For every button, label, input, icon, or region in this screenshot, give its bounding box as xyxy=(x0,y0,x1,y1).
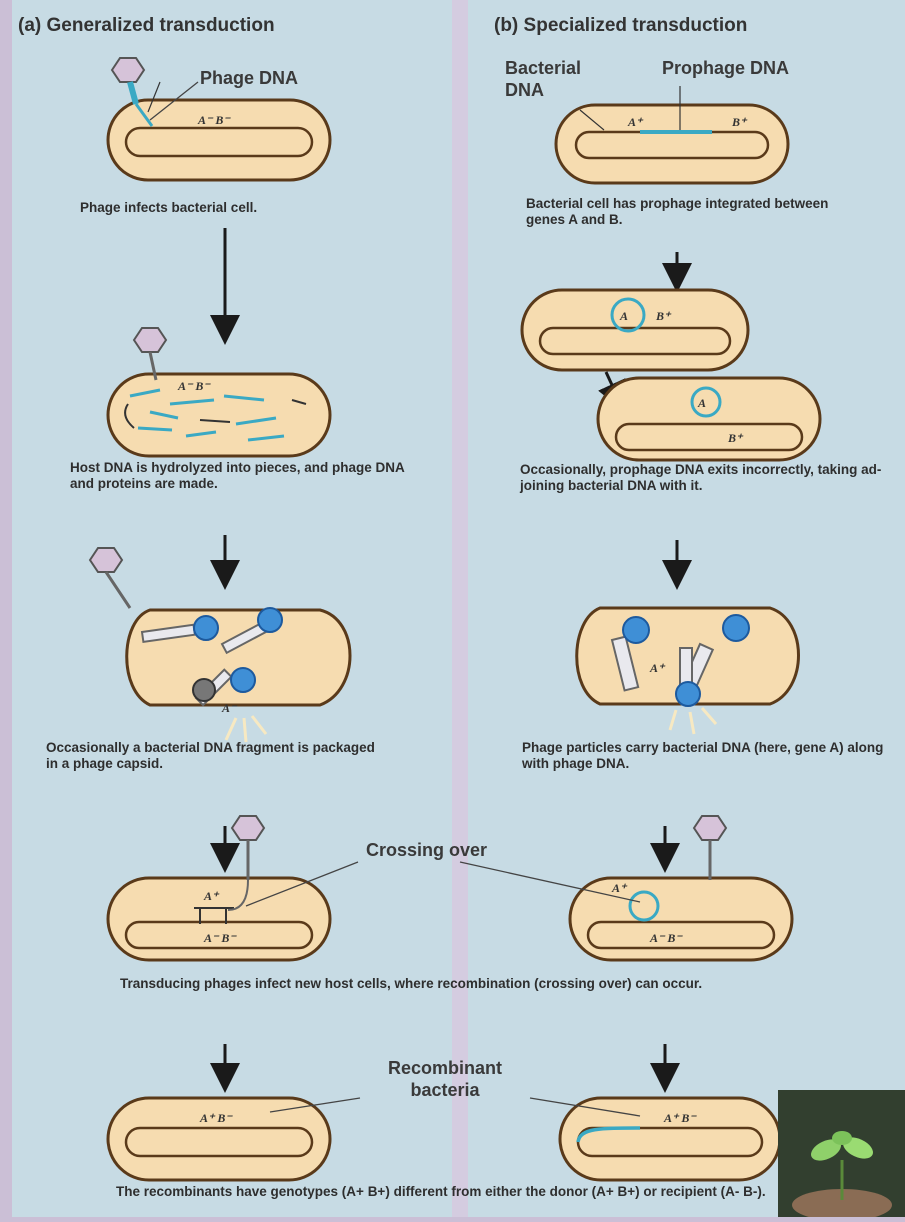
gene-label: A⁺ B⁻ xyxy=(199,1111,233,1125)
gene-label: A⁻ B⁻ xyxy=(649,931,683,945)
caption-a1: Phage infects bacterial cell. xyxy=(80,200,380,216)
b5-recombinant-cell: A⁺ B⁻ xyxy=(560,1098,780,1180)
seedling-photo xyxy=(778,1090,905,1217)
caption-a2: Host DNA is hydrolyzed into pieces, and … xyxy=(70,460,410,493)
caption-b3: Phage particles carry bacterial DNA (her… xyxy=(522,740,897,773)
gene-label: A⁻ B⁻ xyxy=(197,113,231,127)
gene-label: B⁺ xyxy=(731,115,748,129)
panel-a-title: (a) Generalized transduction xyxy=(18,14,275,37)
gene-label: B⁺ xyxy=(655,309,672,323)
gene-label: A xyxy=(697,396,706,410)
gene-label: A⁻ B⁻ xyxy=(203,931,237,945)
gene-label: A⁺ xyxy=(649,661,666,675)
bacterial-dna-label: Bacterial DNA xyxy=(505,58,615,102)
panel-b-title: (b) Specialized transduction xyxy=(494,14,747,37)
gene-label: A⁺ xyxy=(611,881,628,895)
gene-label: A⁺ B⁻ xyxy=(663,1111,697,1125)
b2-bacterial-cell-top: A B⁺ xyxy=(522,290,748,370)
crossing-over-label: Crossing over xyxy=(366,840,487,862)
a4-recipient-cell: A⁺ A⁻ B⁻ xyxy=(108,878,330,960)
panel-divider xyxy=(452,0,468,1217)
caption-shared-1: Transducing phages infect new host cells… xyxy=(120,976,740,992)
gene-label: A⁺ xyxy=(627,115,644,129)
gene-label: A⁻ B⁻ xyxy=(177,379,211,393)
caption-b2: Occasionally, prophage DNA exits incorre… xyxy=(520,462,885,495)
recombinant-bacteria-label: Recombinant bacteria xyxy=(360,1058,530,1102)
b4-recipient-cell: A⁺ A⁻ B⁻ xyxy=(570,878,792,960)
prophage-dna-label: Prophage DNA xyxy=(662,58,789,80)
a2-bacterial-cell: A⁻ B⁻ xyxy=(108,374,330,456)
caption-b1: Bacterial cell has prophage integrated b… xyxy=(526,196,871,229)
caption-shared-2: The recombinants have genotypes (A+ B+) … xyxy=(116,1184,776,1200)
a5-recombinant-cell: A⁺ B⁻ xyxy=(108,1098,330,1180)
gene-label: A⁻ xyxy=(221,701,238,715)
caption-a3: Occasionally a bacterial DNA fragment is… xyxy=(46,740,376,773)
gene-label: A⁺ xyxy=(203,889,220,903)
gene-label: A xyxy=(619,309,628,323)
gene-label: B⁺ xyxy=(727,431,744,445)
b2-bacterial-cell-bottom: A B⁺ xyxy=(598,378,820,460)
phage-dna-label: Phage DNA xyxy=(200,68,298,90)
